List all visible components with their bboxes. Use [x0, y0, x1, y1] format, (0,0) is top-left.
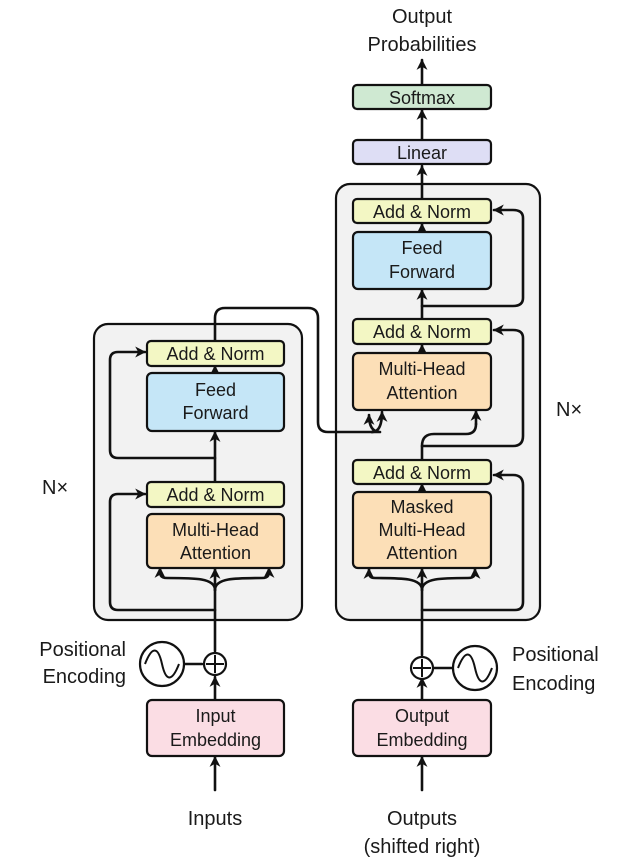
- encoder-attention-label-line1: Multi-Head: [172, 520, 259, 540]
- encoder-inputs-label: Inputs: [188, 808, 242, 830]
- decoder-masked-attention-label-line2: Multi-Head: [378, 520, 465, 540]
- input-embedding: [145, 698, 286, 758]
- encoder-multi-head-attention: [145, 512, 286, 570]
- decoder-add-norm-top-label: Add & Norm: [373, 202, 471, 222]
- encoder-nx-label: N×: [42, 477, 68, 499]
- encoder-add-icon: [202, 651, 228, 677]
- decoder-masked-attention-label-line3: Attention: [386, 543, 457, 563]
- encoder-stack: [92, 322, 304, 622]
- decoder-cross-attention-label-line2: Attention: [386, 383, 457, 403]
- decoder-masked-attention-label-line1: Masked: [390, 497, 453, 517]
- decoder-outputs-label-line1: Outputs: [387, 808, 457, 830]
- decoder-cross-attention: [351, 351, 493, 412]
- decoder-add-icon: [409, 655, 435, 681]
- decoder-sine-wave-icon: [451, 644, 499, 692]
- decoder-feed-forward-label-line1: Feed: [401, 238, 442, 258]
- decoder-feed-forward: [351, 230, 493, 291]
- encoder-sine-wave-icon: [138, 640, 186, 688]
- encoder-positional-label-line2: Encoding: [43, 666, 126, 688]
- connections: [108, 58, 525, 792]
- output-embedding-label-line1: Output: [395, 706, 449, 726]
- softmax-block: [351, 83, 493, 111]
- encoder-add-norm-top: [145, 339, 286, 368]
- decoder-add-norm-bottom: [351, 458, 493, 486]
- output-embedding-label-line2: Embedding: [376, 730, 467, 750]
- encoder-feed-forward-label-line2: Forward: [182, 403, 248, 423]
- decoder-masked-attention: [351, 490, 493, 570]
- linear-block: [351, 138, 493, 166]
- decoder-cross-attention-label-line1: Multi-Head: [378, 359, 465, 379]
- encoder-feed-forward-label-line1: Feed: [195, 380, 236, 400]
- decoder-add-norm-top: [351, 197, 493, 225]
- decoder-nx-label: N×: [556, 399, 582, 421]
- encoder-add-norm-bottom-label: Add & Norm: [166, 485, 264, 505]
- output-probabilities-label-line2: Probabilities: [368, 34, 477, 56]
- encoder-attention-label-line2: Attention: [180, 543, 251, 563]
- input-embedding-label-line1: Input: [195, 706, 235, 726]
- input-embedding-label-line2: Embedding: [170, 730, 261, 750]
- encoder-add-norm-bottom: [145, 480, 286, 509]
- decoder-feed-forward-label-line2: Forward: [389, 262, 455, 282]
- decoder-outputs-label-line2: (shifted right): [364, 836, 481, 858]
- decoder-add-norm-bottom-label: Add & Norm: [373, 463, 471, 483]
- linear-label: Linear: [397, 143, 447, 163]
- encoder-feed-forward: [145, 371, 286, 433]
- output-embedding: [351, 698, 493, 758]
- softmax-label: Softmax: [389, 88, 455, 108]
- decoder-add-norm-middle: [351, 317, 493, 346]
- encoder-positional-label-line1: Positional: [39, 639, 126, 661]
- encoder-add-norm-top-label: Add & Norm: [166, 344, 264, 364]
- decoder-positional-label-line1: Positional: [512, 644, 599, 666]
- output-probabilities-label-line1: Output: [392, 6, 452, 28]
- decoder-add-norm-middle-label: Add & Norm: [373, 322, 471, 342]
- decoder-positional-label-line2: Encoding: [512, 673, 595, 695]
